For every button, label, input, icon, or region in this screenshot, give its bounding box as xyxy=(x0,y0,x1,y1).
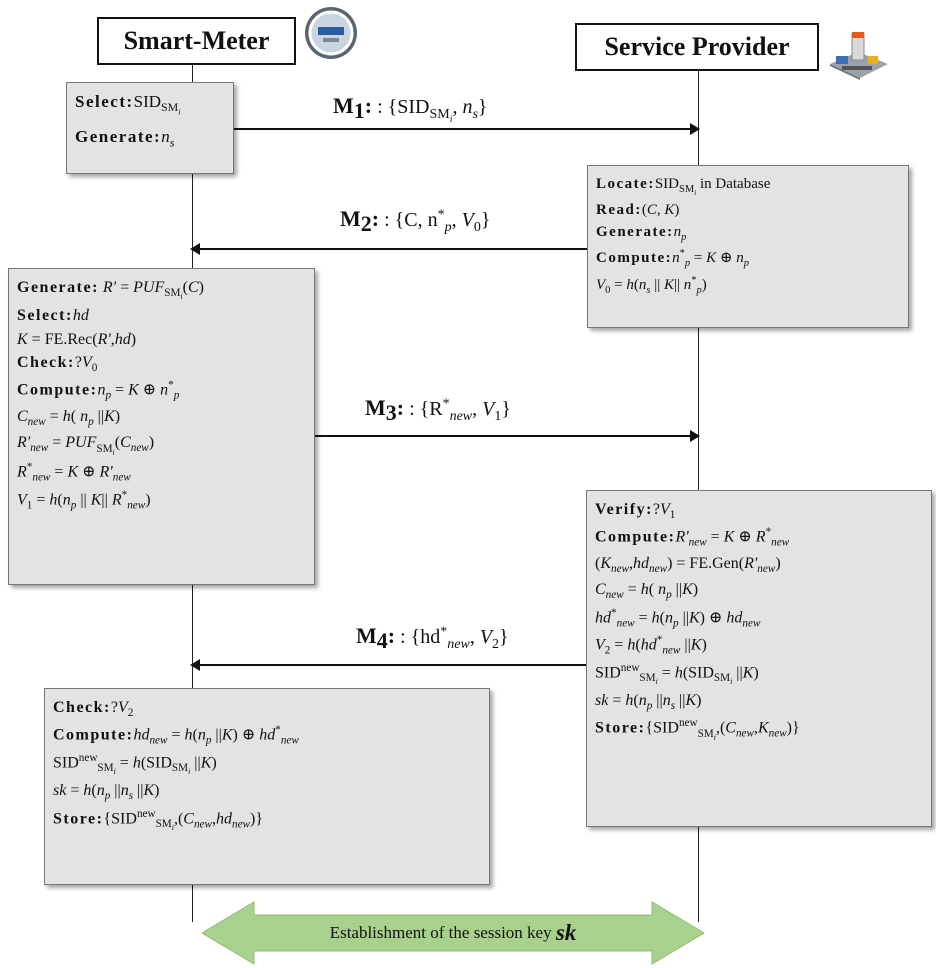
sm3-check-line: Check:?V2 xyxy=(53,699,134,720)
sp2-sk-line: sk = h(np ||ns ||K) xyxy=(595,692,702,713)
smart-meter-icon xyxy=(305,7,357,59)
smart-meter-label: Smart-Meter xyxy=(123,26,270,55)
sp2-gen-line: (Knew,hdnew) = FE.Gen(R'new) xyxy=(595,554,781,576)
sm2-select-line: Select:hd xyxy=(17,307,89,324)
sp-v0-line: V0 = h(ns || K|| n*p) xyxy=(596,274,707,296)
sp2-sidnew-line: SIDnewSMi = h(SIDSMi ||K) xyxy=(595,661,759,687)
sm2-rec-line: K = FE.Rec(R',hd) xyxy=(17,330,137,348)
session-key-symbol: sk xyxy=(555,920,577,945)
sm-generate-line: Generate:ns xyxy=(75,127,175,150)
sp-generate-line: Generate:np xyxy=(596,224,687,244)
sp-read-line: Read:(C, K) xyxy=(596,202,680,218)
smart-meter-title: Smart-Meter xyxy=(97,17,296,65)
message-m3-arrow xyxy=(315,430,700,442)
sp2-v2-line: V2 = h(hd*new ||K) xyxy=(595,634,707,657)
sm2-compute-line: Compute:np = K ⊕ n*p xyxy=(17,379,180,402)
sm-select-generate-box: Select:SIDSMi Generate:ns xyxy=(66,82,234,174)
sp-locate-box: Locate:SIDSMi in Database Read:(C, K) Ge… xyxy=(587,165,909,328)
service-provider-title: Service Provider xyxy=(575,23,819,71)
message-m2-label: M2: : {C, n*p, V0} xyxy=(340,206,491,236)
sm3-compute-line: Compute:hdnew = h(np ||K) ⊕ hd*new xyxy=(53,724,299,747)
message-m3-label: M3: : {R*new, V1} xyxy=(365,395,511,425)
sm3-sidnew-line: SIDnewSMi = h(SIDSMi ||K) xyxy=(53,751,217,777)
message-m4-arrow xyxy=(190,659,586,671)
sm-generate-box: Generate: R' = PUFSMi(C) Select:hd K = F… xyxy=(8,268,315,585)
sm3-store-line: Store:{SIDnewSMi,(Cnew,hdnew)} xyxy=(53,807,264,833)
sp2-compute-line: Compute:R'new = K ⊕ R*new xyxy=(595,526,790,549)
message-m1-label: M1: : {SIDSMi, ns} xyxy=(333,93,488,125)
sm2-v1-line: V1 = h(np || K|| R*new) xyxy=(17,489,151,512)
sm2-rnew-line: R'new = PUFSMi(Cnew) xyxy=(17,434,155,457)
sm-select-line: Select:SIDSMi xyxy=(75,92,181,117)
sm2-check-line: Check:?V0 xyxy=(17,354,98,375)
message-m1-arrow xyxy=(234,123,700,135)
sp-verify-box: Verify:?V1 Compute:R'new = K ⊕ R*new (Kn… xyxy=(586,490,932,827)
sm2-generate-line: Generate: R' = PUFSMi(C) xyxy=(17,279,204,302)
session-key-banner-text: Establishment of the session key sk xyxy=(329,920,577,945)
sp2-store-line: Store:{SIDnewSMi,(Cnew,Knew)} xyxy=(595,717,800,743)
sm2-cnew-line: Cnew = h( np ||K) xyxy=(17,408,121,429)
sp-locate-line: Locate:SIDSMi in Database xyxy=(596,176,771,198)
sm3-sk-line: sk = h(np ||ns ||K) xyxy=(53,782,160,803)
sp2-verify-line: Verify:?V1 xyxy=(595,501,676,522)
sm2-rstar-line: R*new = K ⊕ R'new xyxy=(17,461,131,484)
session-key-banner-arrow xyxy=(202,901,704,965)
sp2-hdstar-line: hd*new = h(np ||K) ⊕ hdnew xyxy=(595,606,761,630)
message-m4-label: M4: : {hd*new, V2} xyxy=(356,623,509,653)
sp-compute-line: Compute:n*p = K ⊕ np xyxy=(596,248,749,270)
sp2-cnew-line: Cnew = h( np ||K) xyxy=(595,581,699,602)
power-plant-icon xyxy=(830,32,888,80)
sm-check-box: Check:?V2 Compute:hdnew = h(np ||K) ⊕ hd… xyxy=(44,688,490,885)
message-m2-arrow xyxy=(190,243,587,255)
service-provider-label: Service Provider xyxy=(604,32,790,61)
